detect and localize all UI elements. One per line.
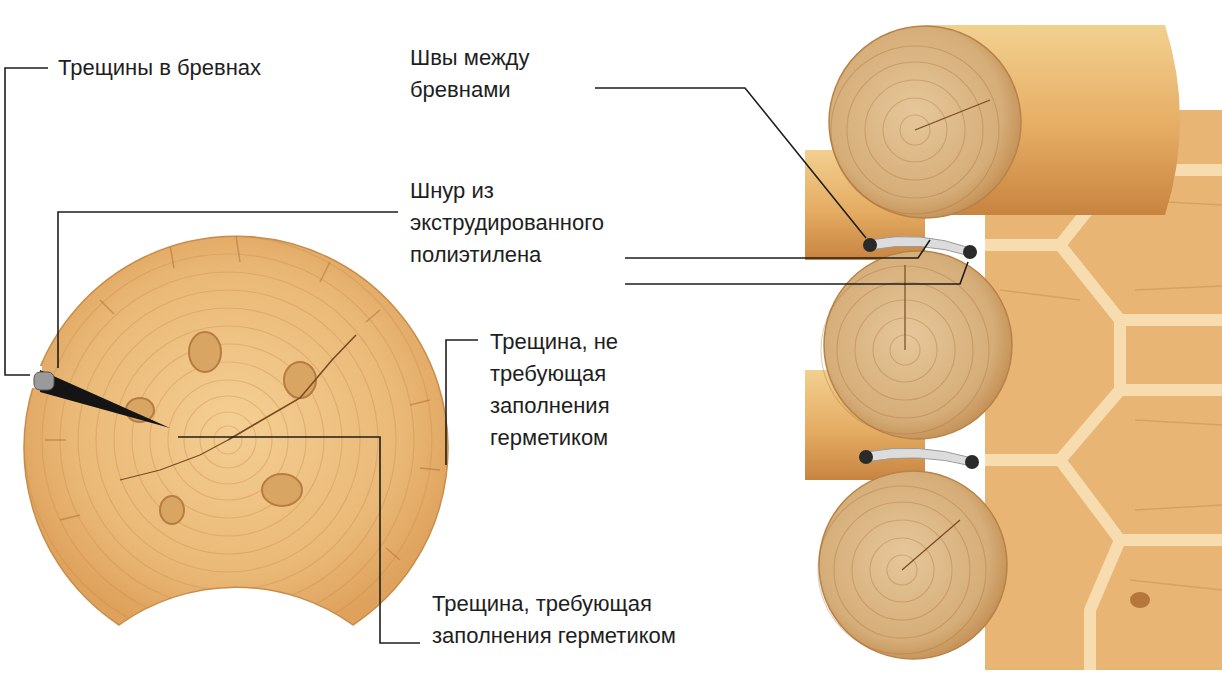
callout-label: Трещины в бревнах [58,52,298,84]
log-cross-section [24,236,448,644]
callout-label: Трещина, требующая заполнения герметиком [432,588,717,652]
log-wall [805,25,1222,670]
leader-line [5,68,968,643]
callout-label: Трещина, не требующая заполнения гермети… [490,326,650,454]
callout-label: Швы между бревнами [410,42,585,106]
callout-label: Шнур из экструдированного полиэтилена [410,175,622,271]
